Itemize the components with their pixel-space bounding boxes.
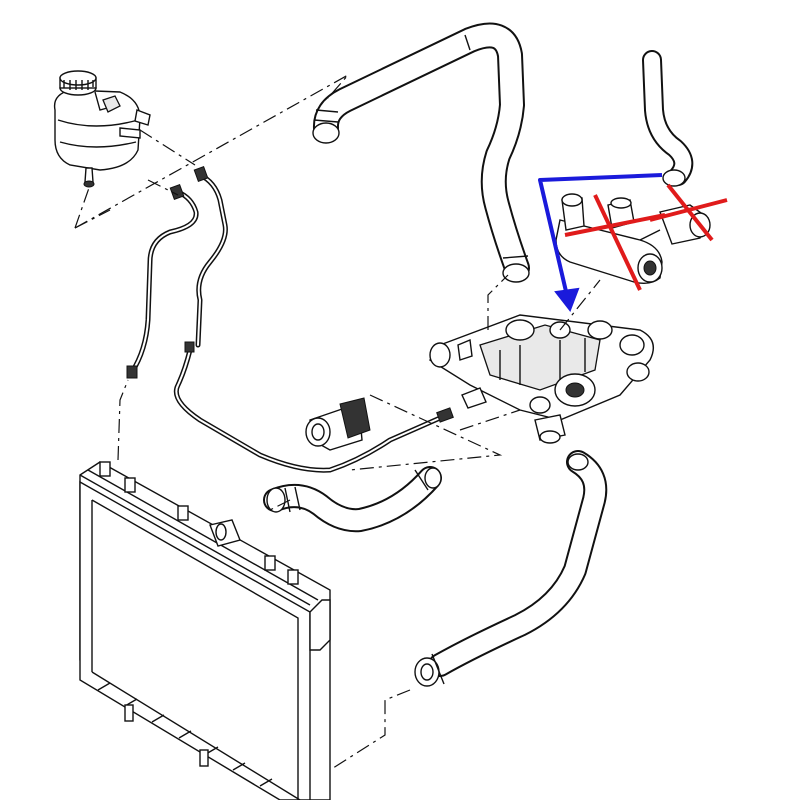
leader-lines <box>74 74 601 771</box>
radiator-fins <box>91 671 301 800</box>
thermostat-housing <box>429 314 654 444</box>
blue-arrow <box>538 173 663 313</box>
hose-connector <box>305 397 371 451</box>
upper-hose <box>312 22 530 283</box>
radiator <box>79 461 331 800</box>
expansion-tank-cap <box>59 70 97 96</box>
radiator-inlet-hose <box>263 466 442 533</box>
radiator-tank-bumps <box>99 461 299 585</box>
heater-hose <box>642 50 694 187</box>
lower-hose <box>414 450 608 687</box>
tank-bleed-hoses <box>126 166 454 473</box>
red-cross-thermostat <box>564 194 666 291</box>
expansion-tank <box>53 70 151 188</box>
red-cross-fitting <box>649 183 728 242</box>
